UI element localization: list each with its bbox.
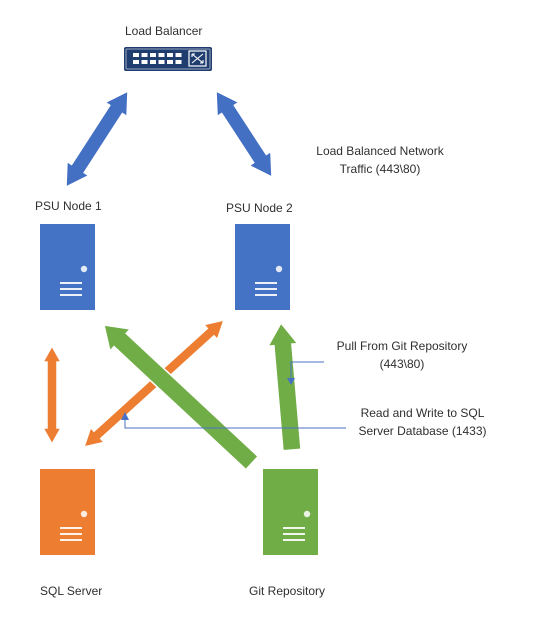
switch-port [141, 60, 148, 64]
server-vent-line [60, 527, 82, 529]
load-balanced-annotation: Load Balanced Network Traffic (443\80) [300, 142, 460, 178]
git-repository-label: Git Repository [249, 584, 326, 598]
pull-git-callout-arrowhead [287, 378, 295, 385]
psu-node-2-label: PSU Node 2 [226, 201, 293, 215]
server-vent-line [283, 539, 305, 541]
switch-port [133, 60, 139, 64]
server-power-light [275, 265, 283, 273]
server-vent-line [60, 533, 82, 535]
switch-port [175, 53, 182, 57]
switch-uplink-box [188, 50, 207, 67]
switch-port [150, 53, 156, 57]
load-balancer-label: Load Balancer [125, 24, 203, 38]
switch-port [167, 53, 173, 57]
git-node1-arrow [103, 324, 260, 471]
server-vent-line [283, 527, 305, 529]
server-vent-line [255, 288, 277, 290]
read-write-sql-annotation: Read and Write to SQL Server Database (1… [340, 404, 505, 440]
server-body [40, 469, 95, 555]
server-vent-line [60, 282, 82, 284]
switch-uplink-arrows [191, 53, 204, 64]
sql-node1-arrow [41, 344, 63, 446]
switch-bezel [125, 48, 211, 70]
switch-port [175, 60, 182, 64]
psu-node-2-server-icon [235, 224, 290, 310]
server-power-light [80, 510, 88, 518]
switch-port [141, 53, 148, 57]
pull-git-annotation-line1: Pull From Git Repository [336, 339, 468, 353]
switch-port [133, 53, 139, 57]
callout-lines [121, 361, 346, 429]
read-write-sql-annotation-line1: Read and Write to SQL [360, 406, 485, 420]
psu-node-1-label: PSU Node 1 [35, 199, 102, 213]
git-node2-arrow [266, 321, 302, 452]
server-vent-line [60, 539, 82, 541]
sql-callout-line [124, 417, 346, 429]
switch-port [150, 60, 156, 64]
psu-node-1-server-icon [40, 224, 95, 310]
lb-node1-arrow [65, 89, 129, 189]
sql-server-server-icon [40, 469, 95, 555]
load-balanced-annotation-line1: Load Balanced Network [316, 144, 444, 158]
server-body [40, 224, 95, 310]
server-body [235, 224, 290, 310]
sql-server-label: SQL Server [40, 584, 103, 598]
server-vent-line [60, 294, 82, 296]
switch-port [158, 53, 165, 57]
lb-node2-arrow [215, 89, 273, 179]
server-vent-line [255, 282, 277, 284]
server-power-light [80, 265, 88, 273]
switch-port [167, 60, 173, 64]
server-vent-line [255, 294, 277, 296]
pull-git-annotation-line2: (443\80) [379, 357, 425, 371]
pull-git-callout-line [290, 361, 324, 382]
pull-git-annotation: Pull From Git Repository (443\80) [322, 337, 482, 373]
server-power-light [303, 510, 311, 518]
server-vent-line [60, 288, 82, 290]
server-body [263, 469, 318, 555]
read-write-sql-annotation-line2: Server Database (1433) [358, 424, 487, 438]
network-switch-icon [124, 47, 212, 71]
server-nodes [40, 224, 318, 555]
switch-port [158, 60, 165, 64]
load-balanced-annotation-line2: Traffic (443\80) [339, 162, 421, 176]
connector-arrows [41, 89, 302, 471]
server-vent-line [283, 533, 305, 535]
git-repository-server-icon [263, 469, 318, 555]
sql-callout-arrowhead [121, 412, 129, 420]
